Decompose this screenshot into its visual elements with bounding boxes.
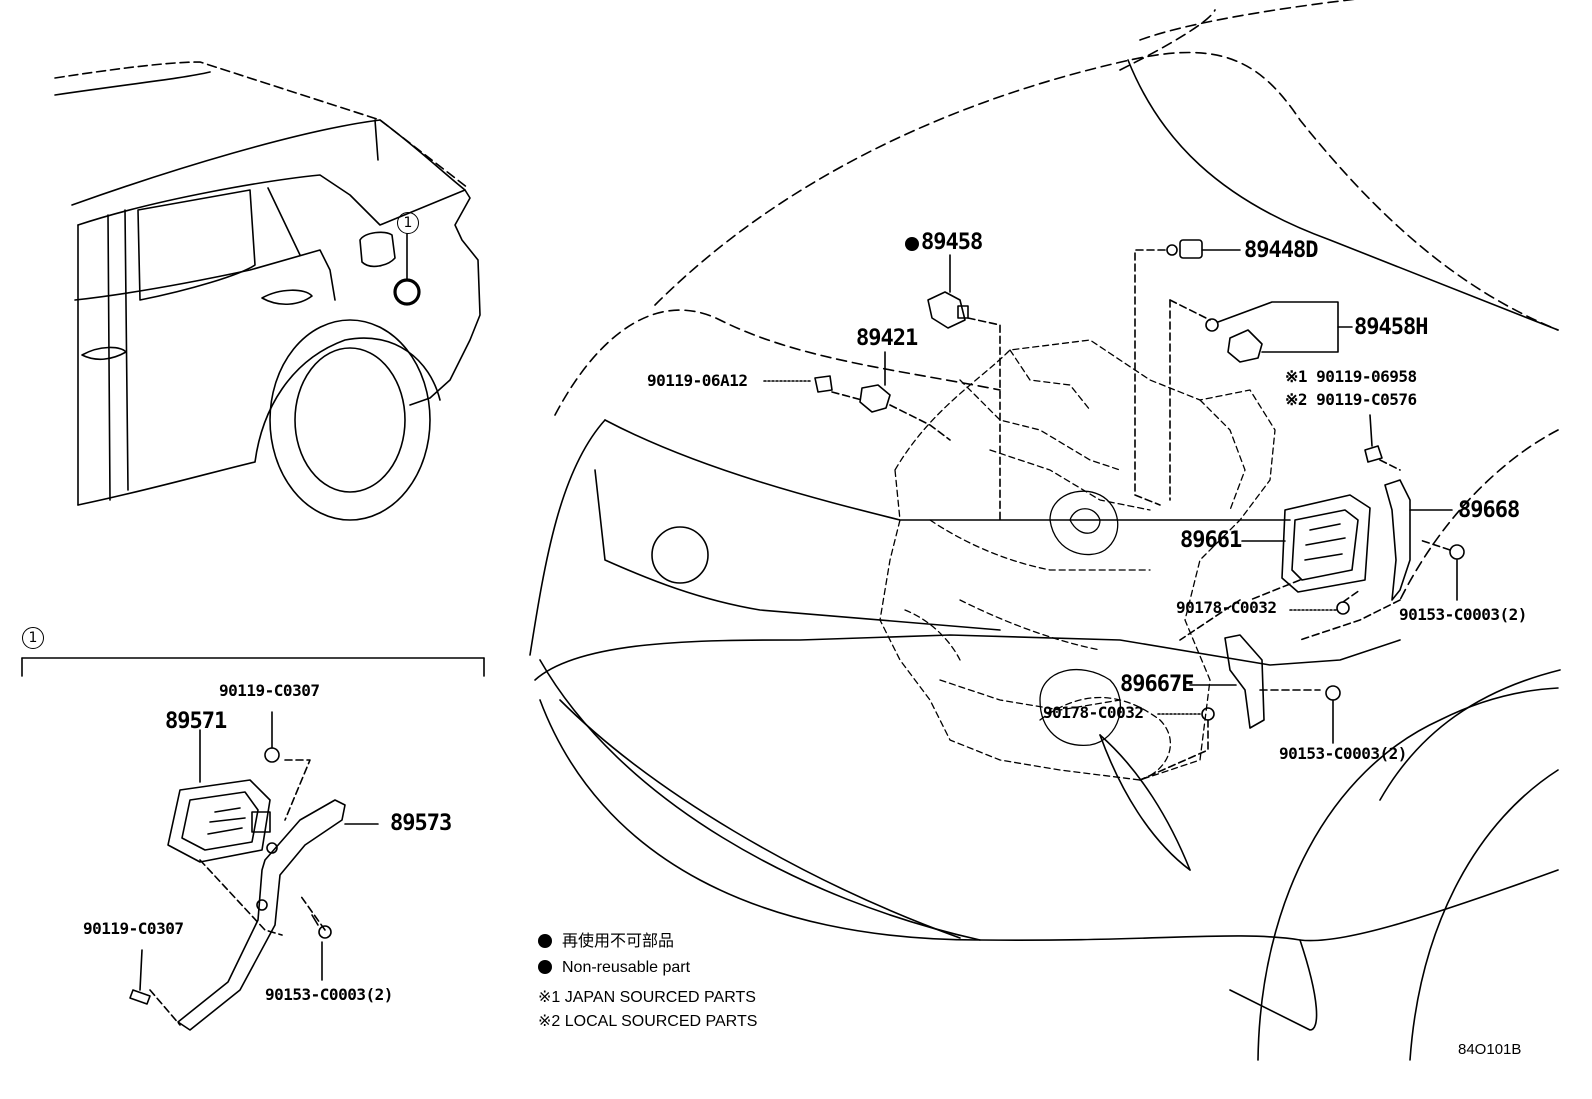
diagram-code: 84O101B (1458, 1041, 1522, 1058)
part-label-90119-C0307-b[interactable]: 90119-C0307 (83, 919, 184, 938)
bolt-drawings (129, 711, 332, 1005)
nut-C0032-b-drawing (1139, 707, 1215, 781)
sensor-89421-drawing (859, 351, 951, 441)
part-label-89573[interactable]: 89573 (390, 811, 452, 836)
part-label-90153-C0003-b[interactable]: 90153-C0003(2) (1279, 744, 1407, 763)
bracket-89668-drawing (1384, 479, 1453, 601)
callout-1-car-marker[interactable]: 1 (397, 212, 419, 234)
bracket-89573-drawing (177, 799, 379, 1031)
part-label-90153-C0003-a[interactable]: 90153-C0003(2) (1399, 605, 1527, 624)
callout-1-section-marker: 1 (22, 627, 44, 649)
legend-non-reusable-jp-text: 再使用不可部品 (562, 933, 675, 950)
callout-1-symbol: 1 (397, 212, 419, 234)
bracket-89667E-drawing (1189, 634, 1321, 729)
part-label-89661[interactable]: 89661 (1180, 528, 1242, 553)
legend-non-reusable-jp: 再使用不可部品 (538, 934, 674, 950)
sensor-89458-drawing (927, 254, 1001, 521)
part-label-90119-C0576[interactable]: ※2 90119-C0576 (1285, 390, 1417, 409)
part-label-90178-C0032-a[interactable]: 90178-C0032 (1176, 598, 1277, 617)
part-label-90178-C0032-b[interactable]: 90178-C0032 (1043, 703, 1144, 722)
callout-1-section-symbol: 1 (22, 627, 44, 649)
part-label-89667E[interactable]: 89667E (1120, 672, 1194, 697)
part-label-89668[interactable]: 89668 (1458, 498, 1520, 523)
bracket-frame (21, 657, 485, 677)
part-label-89448D[interactable]: 89448D (1244, 238, 1318, 263)
part-label-90119-C0307-a[interactable]: 90119-C0307 (219, 681, 320, 700)
bolt-06A12-drawing (763, 375, 863, 401)
part-label-89458H[interactable]: 89458H (1354, 315, 1428, 340)
car-front-outline (529, 0, 1561, 1061)
module-89571-drawing (167, 729, 271, 863)
sensor-89448D-drawing (1134, 239, 1241, 506)
non-reusable-dot-icon (905, 237, 919, 251)
part-label-90119-06958[interactable]: ※1 90119-06958 (1285, 367, 1417, 386)
part-number-89458: 89458 (921, 230, 983, 255)
nut-C0003-a-drawing (1419, 539, 1465, 601)
non-reusable-dot-icon (538, 960, 552, 974)
bolt-06958-drawing (1364, 414, 1401, 471)
legend-japan-sourced: ※1 JAPAN SOURCED PARTS (538, 989, 756, 1006)
legend-non-reusable-en-text: Non-reusable part (562, 959, 691, 976)
non-reusable-dot-icon (538, 934, 552, 948)
nut-C0032-a-drawing (1289, 589, 1361, 615)
engine-outline (879, 339, 1276, 781)
part-label-89458[interactable]: 89458 (905, 230, 983, 255)
vehicle-rear-view (54, 61, 481, 521)
legend-non-reusable-en: Non-reusable part (538, 960, 690, 976)
ecu-89661-drawing (1241, 494, 1371, 593)
legend-local-sourced: ※2 LOCAL SOURCED PARTS (538, 1013, 758, 1030)
part-label-89571[interactable]: 89571 (165, 709, 227, 734)
nut-C0003-b-drawing (1325, 685, 1341, 744)
sensor-89458H-drawing (1169, 299, 1353, 501)
part-label-89421[interactable]: 89421 (856, 326, 918, 351)
part-label-90119-06A12[interactable]: 90119-06A12 (647, 371, 748, 390)
part-label-90153-C0003-c[interactable]: 90153-C0003(2) (265, 985, 393, 1004)
